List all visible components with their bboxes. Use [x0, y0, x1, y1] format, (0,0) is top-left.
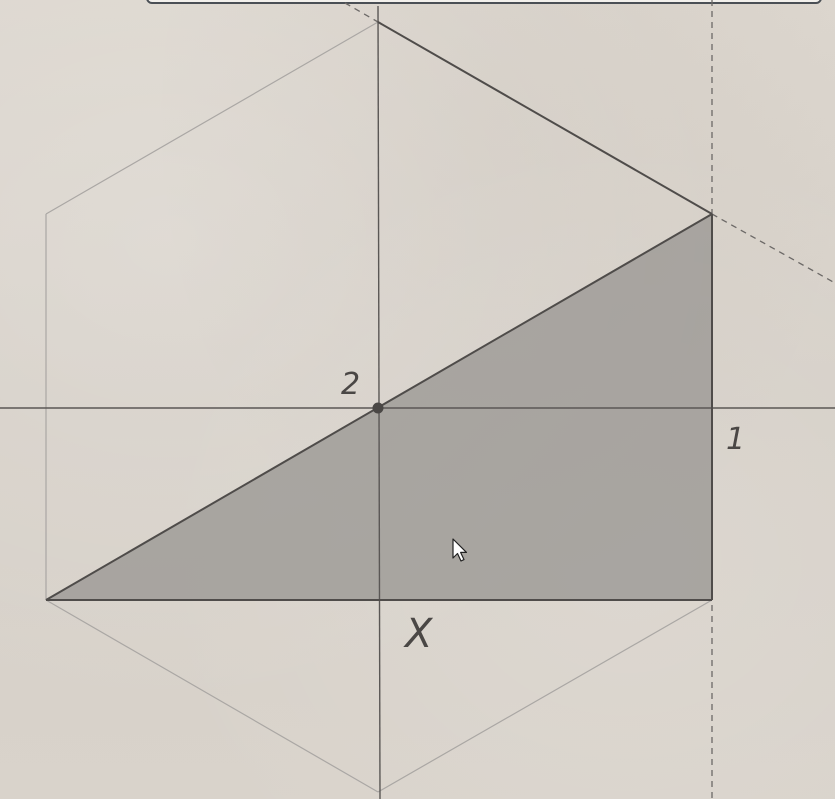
label-2: 2: [341, 367, 360, 402]
top-right-hexagon-edge: [377, 21, 713, 215]
hexagon-edge: [45, 599, 379, 793]
dashed-diagonal-line: [344, 2, 379, 23]
axes: [0, 5, 835, 799]
hexagon-edge: [45, 21, 379, 215]
hexagon-outline: [45, 21, 713, 793]
mouse-cursor-icon: [452, 538, 468, 562]
dashed-diagonal-line: [711, 213, 835, 284]
center-point: [372, 402, 384, 414]
label-1: 1: [726, 422, 745, 457]
hexagon-edge: [377, 599, 713, 793]
vertical-axis: [377, 5, 381, 799]
label-x: X: [403, 611, 434, 657]
